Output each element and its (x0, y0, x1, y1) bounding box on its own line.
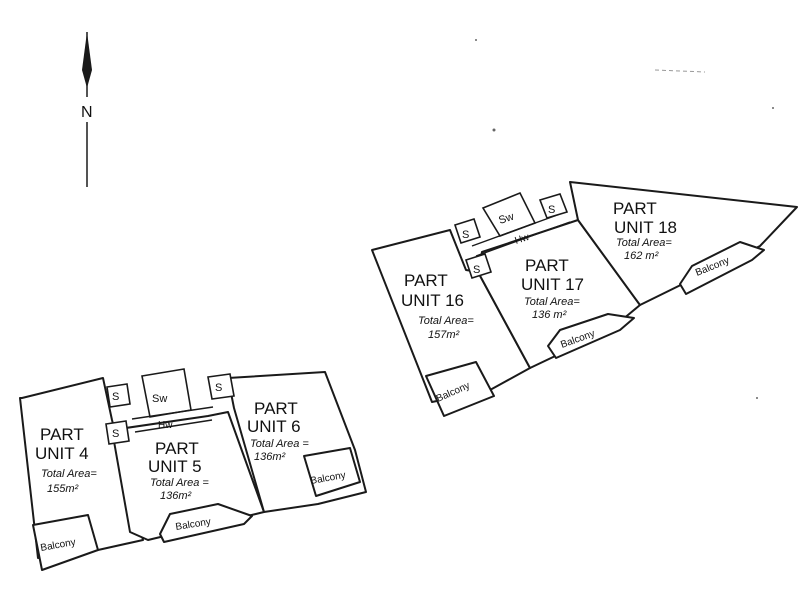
unit-17-area-label: Total Area= (524, 296, 580, 308)
unit-16-title-1: PART (404, 271, 448, 290)
north-label: N (81, 104, 93, 121)
sw-label-right: Sw (497, 211, 515, 227)
speck-4 (475, 39, 477, 41)
unit-6-balcony (303, 447, 361, 497)
sw-label-left: Sw (152, 393, 167, 405)
unit-5-area-value: 136m² (160, 490, 192, 502)
stair-label-b: S (112, 428, 119, 440)
stair-box-e (464, 253, 493, 279)
unit-6-title-2: UNIT 6 (247, 417, 301, 436)
right-block: PART UNIT 16 Total Area= 157m² PART UNIT… (371, 181, 798, 417)
stair-box-b (105, 420, 130, 445)
stair-label-d: S (462, 229, 469, 241)
stair-label-a: S (112, 391, 119, 403)
unit-17-area-value: 136 m² (532, 309, 567, 321)
unit-5-title-2: UNIT 5 (148, 457, 202, 476)
unit-16-area-value: 157m² (428, 329, 460, 341)
left-block: PART UNIT 4 Total Area= 155m² PART UNIT … (19, 368, 367, 571)
unit-4-title-1: PART (40, 425, 84, 444)
unit-4-area-label: Total Area= (41, 468, 97, 480)
unit-16-area-label: Total Area= (418, 315, 474, 327)
speck-1 (492, 128, 496, 132)
unit-6-title-1: PART (254, 399, 298, 418)
unit-18-area-value: 162 m² (624, 250, 659, 262)
unit-18-title-2: UNIT 18 (614, 218, 677, 237)
speck-5 (756, 397, 758, 399)
stair-box-c (207, 373, 235, 400)
unit-5-balcony-label: Balcony (175, 517, 212, 533)
unit-5-area-label: Total Area = (150, 477, 209, 489)
stair-box-a (106, 383, 131, 408)
hw-label-right: Hw (514, 232, 532, 247)
unit-18-title-1: PART (613, 199, 657, 218)
stair-label-e: S (473, 264, 480, 276)
unit-16-title-2: UNIT 16 (401, 291, 464, 310)
hw-label-left: Hw (158, 420, 173, 431)
unit-6-area-value: 136m² (254, 451, 286, 463)
north-arrow: N (81, 32, 93, 187)
stair-label-c: S (215, 382, 222, 394)
hw-line-right-b (475, 221, 571, 257)
unit-16-balcony (425, 361, 495, 417)
unit-4-area-value: 155m² (47, 483, 79, 495)
speck-2 (654, 69, 706, 73)
hw-line-right-a (471, 213, 561, 247)
scan-specks (475, 39, 774, 399)
unit-18-balcony (679, 241, 765, 295)
hw-line-bottom (134, 419, 213, 433)
stair-label-f: S (548, 204, 555, 216)
stair-box-f (538, 193, 569, 219)
hw-line-top (131, 406, 214, 420)
unit-4-balcony (32, 514, 99, 571)
unit-17-title-1: PART (525, 256, 569, 275)
unit-6-area-label: Total Area = (250, 438, 309, 450)
unit-17-title-2: UNIT 17 (521, 275, 584, 294)
unit-17-balcony (547, 313, 635, 359)
north-arrow-head (82, 32, 92, 88)
unit-5-title-1: PART (155, 439, 199, 458)
speck-3 (772, 107, 774, 109)
unit-5-balcony (159, 503, 253, 543)
unit-4-title-2: UNIT 4 (35, 444, 89, 463)
unit-18-area-label: Total Area= (616, 237, 672, 249)
stair-box-d (453, 218, 482, 244)
